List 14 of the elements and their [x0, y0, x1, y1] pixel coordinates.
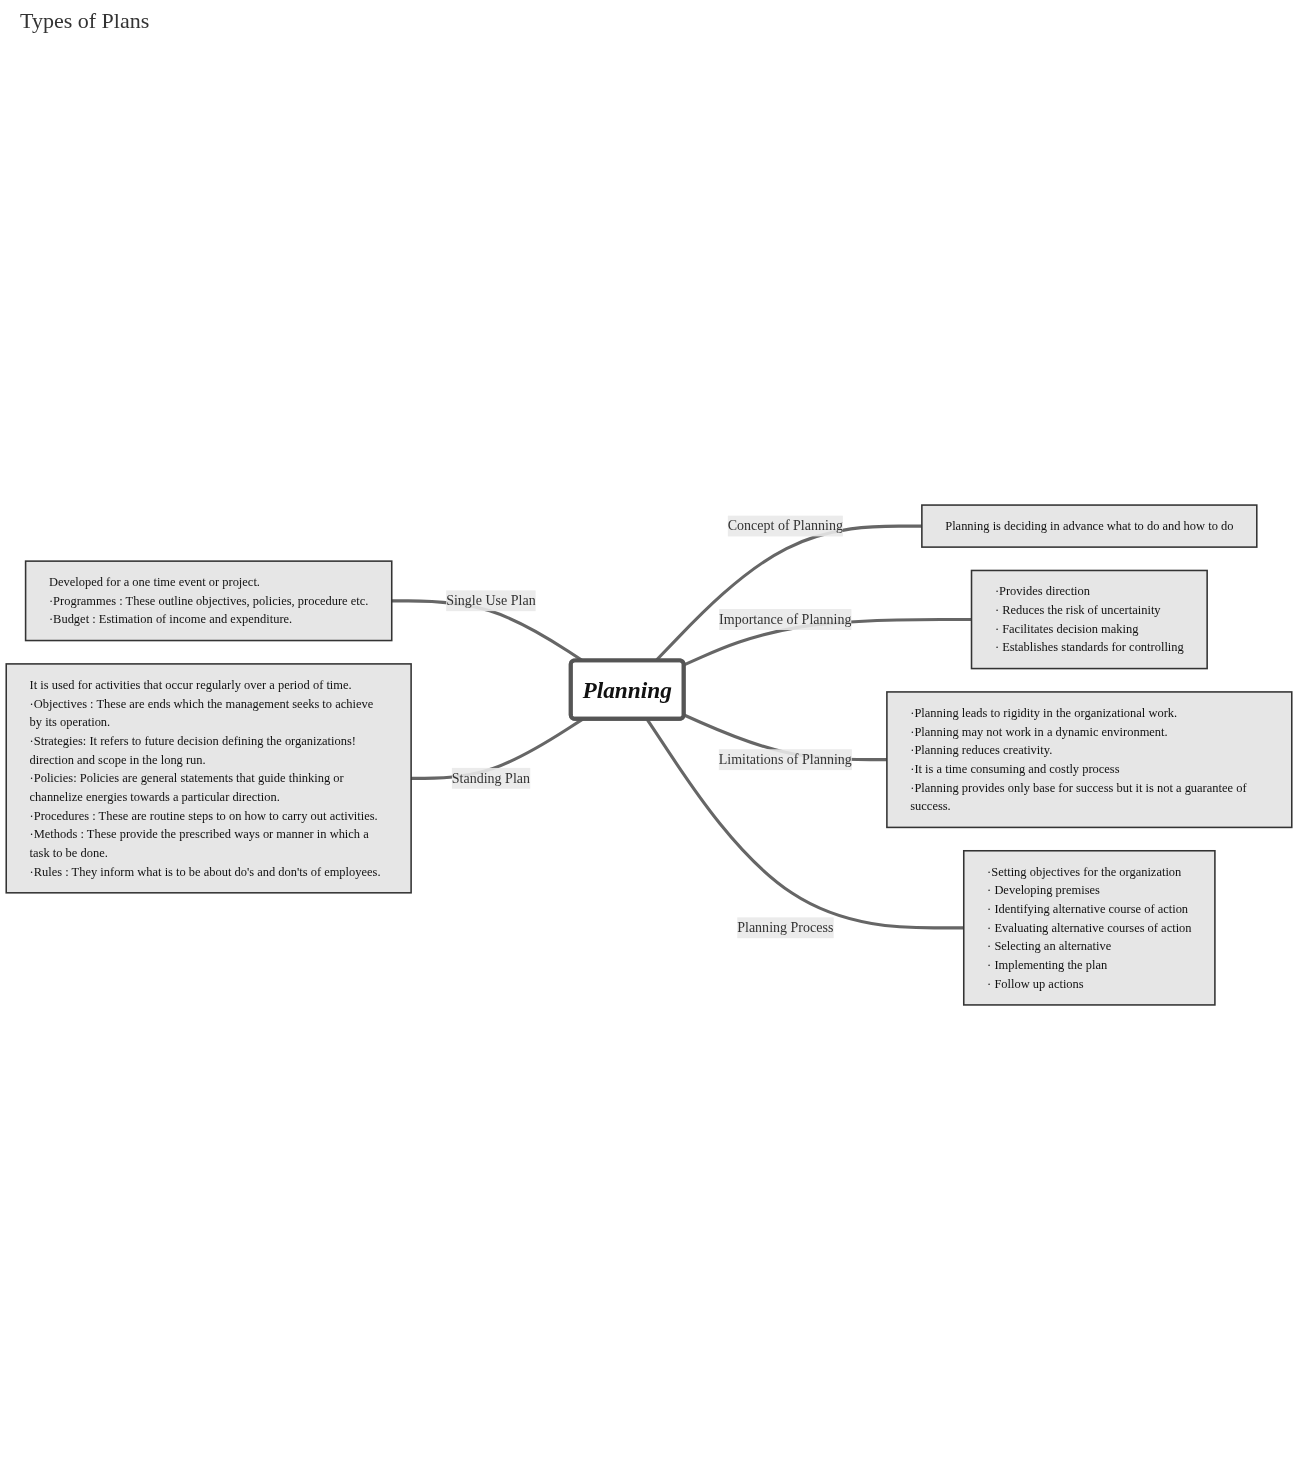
edge-label: Single Use Plan: [446, 592, 536, 609]
node-box: Planning is deciding in advance what to do and how to do: [921, 504, 1258, 548]
node-box: ·Setting objectives for the organization · Developing premises · Identifying alternative course of action · Evaluating alternative courses of action · Selecting an alternative · Implementing the plan · Follow up actions: [963, 850, 1216, 1006]
node-box: ·Provides direction · Reduces the risk of uncertainity · Facilitates decision making · Establishes standards for controlling: [970, 569, 1208, 670]
node-box: Developed for a one time event or project. ·Programmes : These outline objectives, policies, procedure etc. ·Budget : Estimation of income and expenditure.: [24, 560, 393, 642]
connector: [645, 718, 964, 930]
node-box: It is used for activities that occur regularly over a period of time. ·Objectives : These are ends which the management seeks to achieve by its operation. ·Strategies: It refers to future decision defining the organizations! direction and scope in the long run. ·Policies: Policies are general statements that guide thinking or channelize energies towards a particular direction. ·Procedures : These are routine steps to on how to carry out activities. ·Methods : These provide the prescribed ways or manner in which a task to be done. ·Rules : They inform what is to be about do's and don'ts of employees.: [5, 663, 412, 894]
edge-label: Planning Process: [737, 919, 834, 936]
edge-label: Standing Plan: [451, 770, 531, 786]
branch-label: Types of Plans: [20, 8, 150, 33]
edge-label: Concept of Planning: [727, 517, 843, 534]
edge-label: Limitations of Planning: [718, 751, 852, 768]
node-box: ·Planning leads to rigidity in the organizational work. ·Planning may not work in a dynamic environment. ·Planning reduces creativity. ·It is a time consuming and costly process ·Planning provides only base for success but it is not a guarantee of success.: [886, 691, 1293, 829]
edge-label: Importance of Planning: [719, 611, 852, 627]
